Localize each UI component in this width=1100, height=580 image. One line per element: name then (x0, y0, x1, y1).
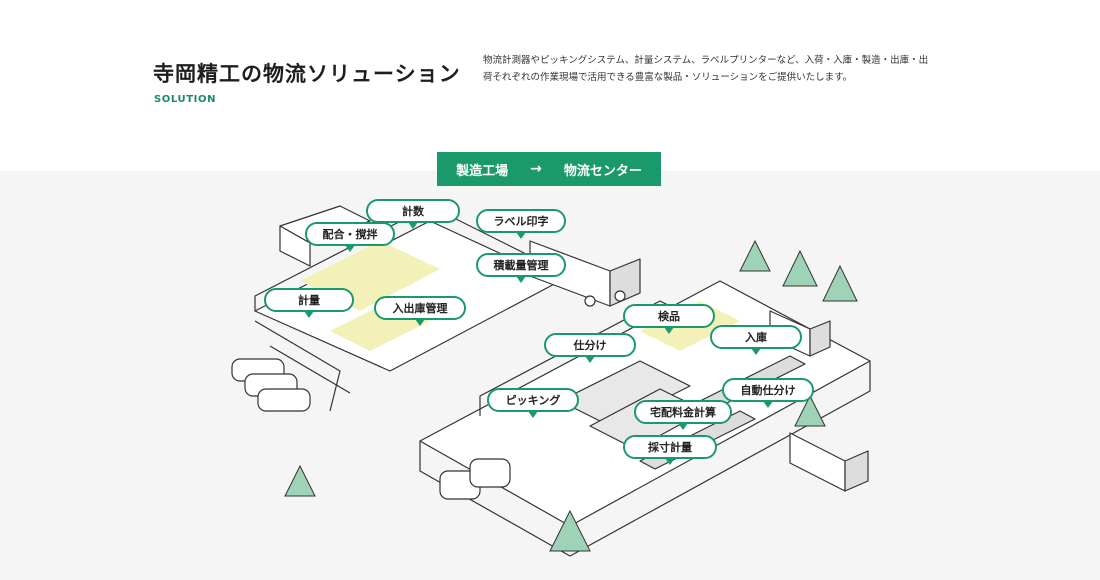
arrow-right-icon: → (530, 161, 542, 177)
factory-road-2 (269, 345, 351, 394)
description-line-1: 物流計測器やピッキングシステム、計量システム、ラベルプリンターなど、入荷・入庫・… (483, 55, 929, 66)
page-title: 寺岡精工の物流ソリューション (153, 62, 461, 86)
header-section: 寺岡精工の物流ソリューション SOLUTION 物流計測器やピッキングシステム、… (0, 0, 1100, 171)
parked-cars (231, 358, 311, 412)
label-keisu[interactable]: 計数 (366, 199, 460, 229)
distribution-wall-front (419, 361, 871, 557)
factory-road (254, 320, 341, 412)
tree-icon (782, 249, 818, 287)
label-kenpin[interactable]: 検品 (623, 304, 715, 334)
tree-icon (794, 394, 826, 427)
distribution-shelf-zone (559, 360, 691, 427)
flow-banner: 製造工場 → 物流センター (437, 152, 661, 186)
banner-to: 物流センター (563, 163, 642, 179)
label-jido-shiwake[interactable]: 自動仕分け (722, 378, 814, 408)
label-takuhai-ryokin-keisan[interactable]: 宅配料金計算 (634, 400, 732, 430)
tree-icon (549, 509, 591, 552)
description-line-2: 荷それぞれの作業現場で活用できる豊富な製品・ソリューションをご提供いたします。 (483, 72, 853, 83)
tree-icon (739, 239, 771, 272)
label-label-inji[interactable]: ラベル印字 (476, 209, 566, 239)
label-saisun-keiryo[interactable]: 採寸計量 (623, 435, 717, 465)
tree-icon (822, 264, 858, 302)
label-haigo-kakuhan[interactable]: 配合・撹拌 (305, 222, 395, 252)
banner-from: 製造工場 (456, 163, 509, 179)
label-keiryo[interactable]: 計量 (264, 288, 354, 318)
label-sekisairyo-kanri[interactable]: 積載量管理 (476, 253, 566, 283)
section-description: 物流計測器やピッキングシステム、計量システム、ラベルプリンターなど、入荷・入庫・… (483, 52, 943, 86)
trees (284, 239, 858, 552)
tree-icon (284, 464, 316, 497)
label-shiwake[interactable]: 仕分け (544, 333, 636, 363)
section-subtitle: SOLUTION (154, 94, 217, 105)
delivery-truck-bottom (789, 432, 869, 492)
parked-cars-2 (439, 458, 511, 500)
label-picking[interactable]: ピッキング (487, 388, 579, 418)
label-nyushukko-kanri[interactable]: 入出庫管理 (374, 296, 466, 326)
label-nyuko[interactable]: 入庫 (710, 325, 802, 355)
